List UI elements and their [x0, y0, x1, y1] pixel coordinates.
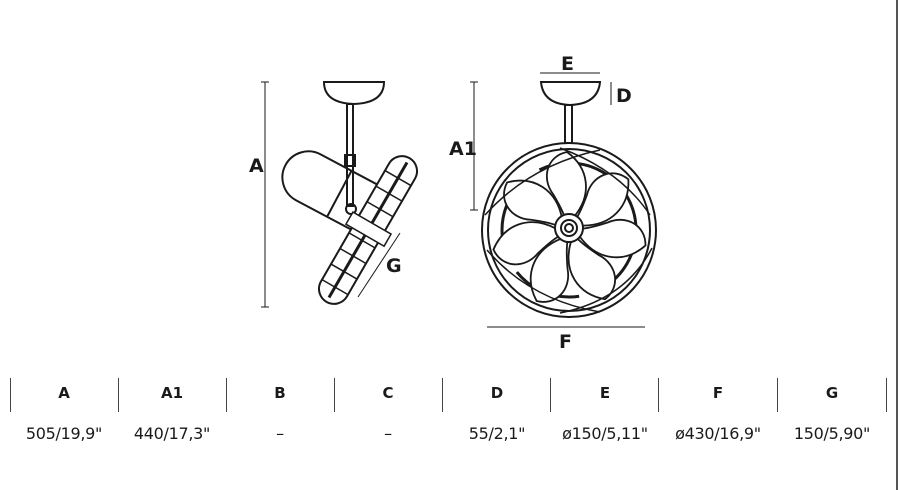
header-e: E [599, 384, 611, 402]
value-c: – [384, 424, 392, 443]
canopy-front [539, 81, 602, 107]
fan-guard-side [318, 155, 418, 305]
column-divider [550, 378, 551, 412]
value-a1: 440/17,3" [133, 424, 211, 443]
column-divider [658, 378, 659, 412]
front-view: E D A1 F [449, 53, 657, 353]
value-a: 505/19,9" [25, 424, 103, 443]
value-e: ø150/5,11" [562, 424, 648, 443]
header-b: B [274, 384, 286, 402]
dimension-line-g [357, 232, 401, 298]
header-c: C [382, 384, 394, 402]
label-d: D [616, 85, 632, 107]
label-f: F [559, 331, 572, 353]
header-d: D [490, 384, 504, 402]
side-view: A G [249, 81, 418, 308]
header-a1: A1 [160, 384, 184, 402]
hub [554, 213, 584, 243]
header-a: A [58, 384, 70, 402]
canopy [322, 81, 386, 106]
label-a1: A1 [449, 138, 477, 160]
fan-dimension-drawing: A G E D A1 [249, 53, 657, 353]
value-d: 55/2,1" [468, 424, 526, 443]
right-border [896, 0, 898, 490]
guard-outer-ring [481, 142, 657, 318]
downrod-front [564, 104, 573, 144]
column-divider [442, 378, 443, 412]
motor-housing [281, 150, 389, 237]
header-g: G [825, 384, 839, 402]
value-b: – [276, 424, 284, 443]
label-g: G [386, 255, 402, 277]
dimensions-table: A A1 B C D E F G 505/19,9" 440/17,3" – –… [0, 376, 898, 446]
column-divider [777, 378, 778, 412]
rod-coupler [344, 154, 356, 167]
column-divider [886, 378, 887, 412]
column-divider [118, 378, 119, 412]
column-divider [226, 378, 227, 412]
value-f: ø430/16,9" [675, 424, 761, 443]
value-g: 150/5,90" [793, 424, 871, 443]
label-e: E [561, 53, 574, 75]
header-f: F [712, 384, 724, 402]
fan-blades [488, 151, 651, 311]
label-a: A [249, 155, 264, 177]
column-divider [334, 378, 335, 412]
column-divider [10, 378, 11, 412]
